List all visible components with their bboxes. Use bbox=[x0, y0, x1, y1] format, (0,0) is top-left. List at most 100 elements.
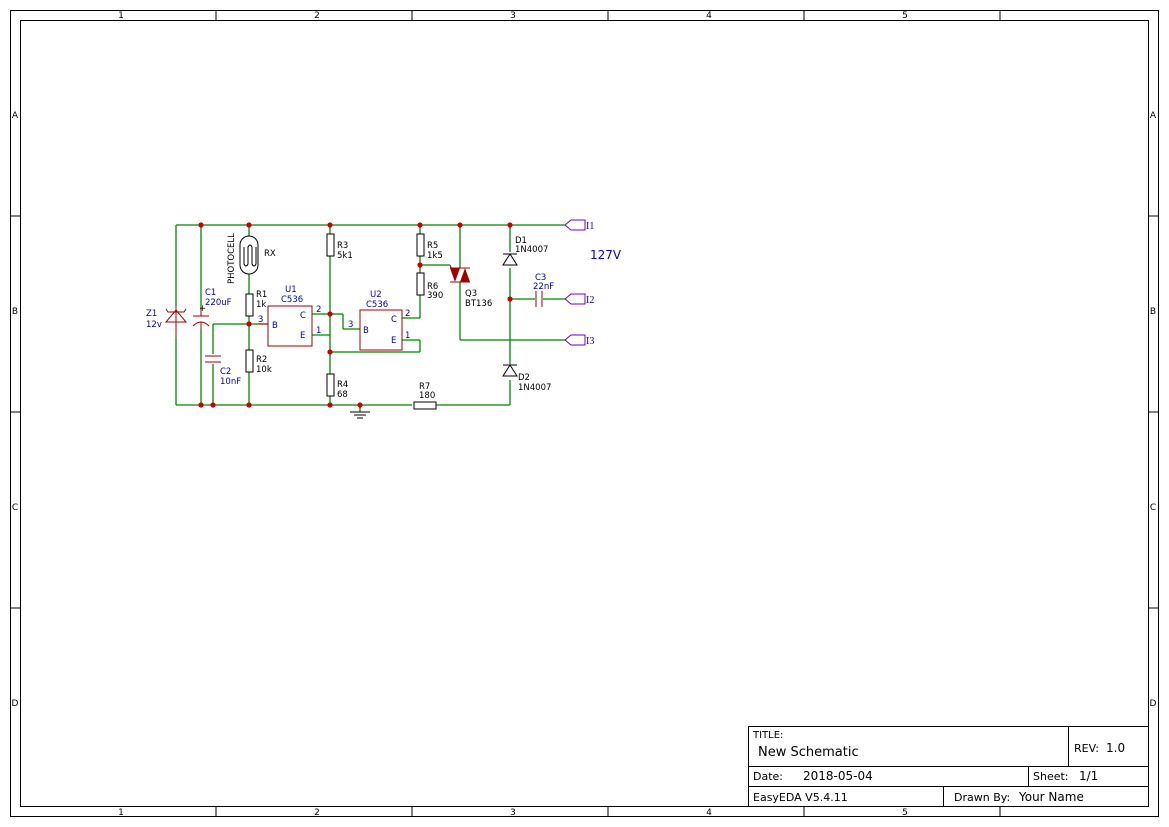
u2-value: C536 bbox=[366, 300, 388, 310]
drawn-by-value: Your Name bbox=[1018, 790, 1084, 804]
r5-value: 1k5 bbox=[427, 251, 443, 261]
triac-q3: Q3 BT136 bbox=[449, 264, 492, 309]
r2-value: 10k bbox=[256, 365, 272, 375]
r3-value: 5k1 bbox=[337, 251, 353, 261]
u1-pin-e: E bbox=[300, 331, 305, 341]
capacitor-c1: + C1 220uF bbox=[192, 288, 232, 330]
r7-value: 180 bbox=[419, 391, 435, 401]
r1-ref: R1 bbox=[256, 290, 267, 300]
col-label: 5 bbox=[902, 808, 908, 818]
u1-value: C536 bbox=[281, 295, 303, 305]
u2-pin-c: C bbox=[391, 315, 397, 325]
r3-ref: R3 bbox=[337, 241, 348, 251]
resistor-r3: R3 5k1 bbox=[326, 233, 353, 261]
rev-label: REV: bbox=[1074, 742, 1099, 755]
c3-ref: C3 bbox=[535, 273, 546, 283]
port-i3: I3 bbox=[564, 334, 594, 347]
r4-value: 68 bbox=[337, 390, 348, 400]
sheet-value: 1/1 bbox=[1079, 769, 1098, 783]
c2-value: 10nF bbox=[220, 377, 241, 387]
row-label: A bbox=[1150, 111, 1157, 121]
title-label: TITLE: bbox=[752, 730, 783, 741]
capacitor-c3: C3 22nF bbox=[533, 273, 554, 307]
capacitor-c2: C2 10nF bbox=[205, 355, 241, 387]
col-label: 3 bbox=[510, 808, 516, 818]
u1-num-b: 3 bbox=[258, 315, 263, 325]
rx-value: PHOTOCELL bbox=[227, 233, 237, 284]
row-label: C bbox=[1150, 503, 1156, 513]
col-label: 1 bbox=[118, 808, 124, 818]
resistor-r4: R4 68 bbox=[326, 373, 348, 400]
q3-ref: Q3 bbox=[465, 289, 477, 299]
resistor-r1: R1 1k bbox=[245, 290, 267, 317]
junctions bbox=[198, 222, 513, 408]
u2-pin-e: E bbox=[391, 336, 396, 346]
date-label: Date: bbox=[753, 770, 783, 783]
row-label: A bbox=[12, 111, 19, 121]
r6-value: 390 bbox=[427, 291, 443, 301]
zone-ticks bbox=[10, 10, 1158, 816]
resistor-r5: R5 1k5 bbox=[416, 233, 443, 261]
d2-value: 1N4007 bbox=[518, 383, 551, 393]
photocell-rx: RX PHOTOCELL bbox=[227, 233, 276, 284]
wires bbox=[175, 224, 565, 412]
u1-pin-c: C bbox=[300, 311, 306, 321]
resistor-r2: R2 10k bbox=[245, 349, 272, 375]
diode-d1: D1 1N4007 bbox=[502, 236, 548, 266]
r2-ref: R2 bbox=[256, 355, 267, 365]
z1-ref: Z1 bbox=[146, 309, 157, 319]
row-label: D bbox=[12, 699, 19, 709]
zener-z1: Z1 12v bbox=[146, 306, 188, 338]
drawn-by-label: Drawn By: bbox=[954, 791, 1010, 804]
outer-border bbox=[10, 10, 1159, 817]
row-label: B bbox=[12, 307, 18, 317]
d1-ref: D1 bbox=[515, 236, 527, 246]
col-label: 3 bbox=[510, 11, 516, 21]
c1-value: 220uF bbox=[205, 298, 232, 308]
r5-ref: R5 bbox=[427, 241, 438, 251]
row-label: D bbox=[1150, 699, 1157, 709]
u2-ref: U2 bbox=[370, 290, 382, 300]
port-i2: I2 bbox=[564, 293, 594, 306]
col-label: 4 bbox=[706, 808, 712, 818]
title-value: New Schematic bbox=[758, 745, 859, 760]
port-i1: I1 bbox=[564, 219, 594, 232]
inner-border bbox=[20, 20, 1149, 807]
col-label: 4 bbox=[706, 11, 712, 21]
d2-ref: D2 bbox=[518, 373, 530, 383]
u2-num-c: 2 bbox=[405, 309, 410, 319]
u2-num-e: 1 bbox=[405, 331, 410, 341]
row-label: B bbox=[1150, 307, 1156, 317]
rx-ref: RX bbox=[264, 249, 276, 259]
col-label: 5 bbox=[902, 11, 908, 21]
u1-num-e: 1 bbox=[316, 326, 321, 336]
u1-pin-b: B bbox=[272, 321, 278, 331]
c3-value: 22nF bbox=[533, 282, 554, 292]
rev-value: 1.0 bbox=[1106, 741, 1125, 755]
c1-ref: C1 bbox=[205, 288, 216, 298]
d1-value: 1N4007 bbox=[515, 245, 548, 255]
port-i2-label: I2 bbox=[586, 295, 594, 306]
date-value: 2018-05-04 bbox=[803, 769, 873, 783]
u2-pin-b: B bbox=[363, 326, 369, 336]
r7-ref: R7 bbox=[419, 382, 430, 392]
r4-ref: R4 bbox=[337, 380, 348, 390]
u2-num-b: 3 bbox=[348, 320, 353, 330]
tool-label: EasyEDA V5.4.11 bbox=[753, 791, 848, 804]
c2-ref: C2 bbox=[220, 367, 231, 377]
zone-labels: 1 2 3 4 5 1 2 3 4 5 A B C D A B C D bbox=[12, 11, 1157, 818]
diode-d2: D2 1N4007 bbox=[502, 364, 551, 393]
sheet-label: Sheet: bbox=[1033, 770, 1069, 783]
col-label: 2 bbox=[314, 11, 320, 21]
port-i1-label: I1 bbox=[586, 221, 594, 232]
u1-num-c: 2 bbox=[316, 305, 321, 315]
ground-symbol bbox=[350, 411, 370, 419]
c1-polarity: + bbox=[199, 304, 206, 314]
port-i3-label: I3 bbox=[586, 336, 594, 347]
q3-value: BT136 bbox=[465, 299, 492, 309]
z1-value: 12v bbox=[146, 320, 162, 330]
u1-ref: U1 bbox=[285, 285, 297, 295]
transistor-u2: 3 B C E 2 1 U2 C536 bbox=[348, 290, 410, 351]
transistor-u1: 3 B C E 2 1 U1 C536 bbox=[258, 285, 321, 347]
